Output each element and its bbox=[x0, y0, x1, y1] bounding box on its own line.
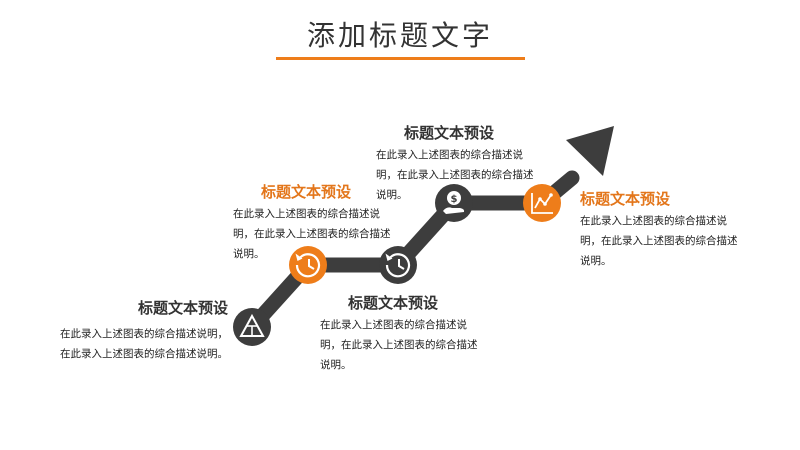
step-text-4: 标题文本预设 在此录入上述图表的综合描述说明，在此录入上述图表的综合描述说明。 bbox=[376, 123, 541, 205]
page-title: 添加标题文字 bbox=[306, 19, 493, 52]
step-text-5: 标题文本预设 在此录入上述图表的综合描述说明，在此录入上述图表的综合描述说明。 bbox=[580, 189, 745, 271]
step-heading: 标题文本预设 bbox=[580, 190, 671, 208]
step-heading: 标题文本预设 bbox=[137, 299, 228, 317]
arrow-head bbox=[566, 126, 614, 176]
step-node-2 bbox=[289, 246, 327, 284]
step-node-4: $ bbox=[435, 184, 473, 222]
clock-rewind-icon bbox=[295, 253, 321, 278]
triangle-icon bbox=[239, 313, 265, 337]
step-text-2: 标题文本预设 在此录入上述图表的综合描述说明，在此录入上述图表的综合描述说明。 bbox=[233, 182, 398, 264]
step-description: 在此录入上述图表的综合描述说明，在此录入上述图表的综合描述说明。 bbox=[320, 319, 478, 371]
step-heading: 标题文本预设 bbox=[261, 183, 352, 201]
svg-text:$: $ bbox=[451, 194, 458, 205]
money-hand-icon: $ bbox=[443, 191, 465, 214]
step-heading: 标题文本预设 bbox=[404, 124, 495, 142]
step-text-1: 标题文本预设 在此录入上述图表的综合描述说明，在此录入上述图表的综合描述说明。 bbox=[60, 298, 228, 364]
step-text-3: 标题文本预设 在此录入上述图表的综合描述说明，在此录入上述图表的综合描述说明。 bbox=[320, 293, 482, 375]
step-heading: 标题文本预设 bbox=[348, 294, 439, 312]
step-node-1 bbox=[233, 308, 271, 346]
step-description: 在此录入上述图表的综合描述说明，在此录入上述图表的综合描述说明。 bbox=[580, 215, 738, 267]
step-node-5 bbox=[523, 184, 561, 222]
line-chart-icon bbox=[531, 193, 553, 214]
clock-rewind-icon bbox=[385, 253, 411, 278]
step-node-3 bbox=[379, 246, 417, 284]
step-description: 在此录入上述图表的综合描述说明，在此录入上述图表的综合描述说明。 bbox=[233, 208, 391, 260]
step-description: 在此录入上述图表的综合描述说明，在此录入上述图表的综合描述说明。 bbox=[60, 328, 228, 360]
title-underline bbox=[276, 57, 525, 60]
step-description: 在此录入上述图表的综合描述说明，在此录入上述图表的综合描述说明。 bbox=[376, 149, 534, 201]
